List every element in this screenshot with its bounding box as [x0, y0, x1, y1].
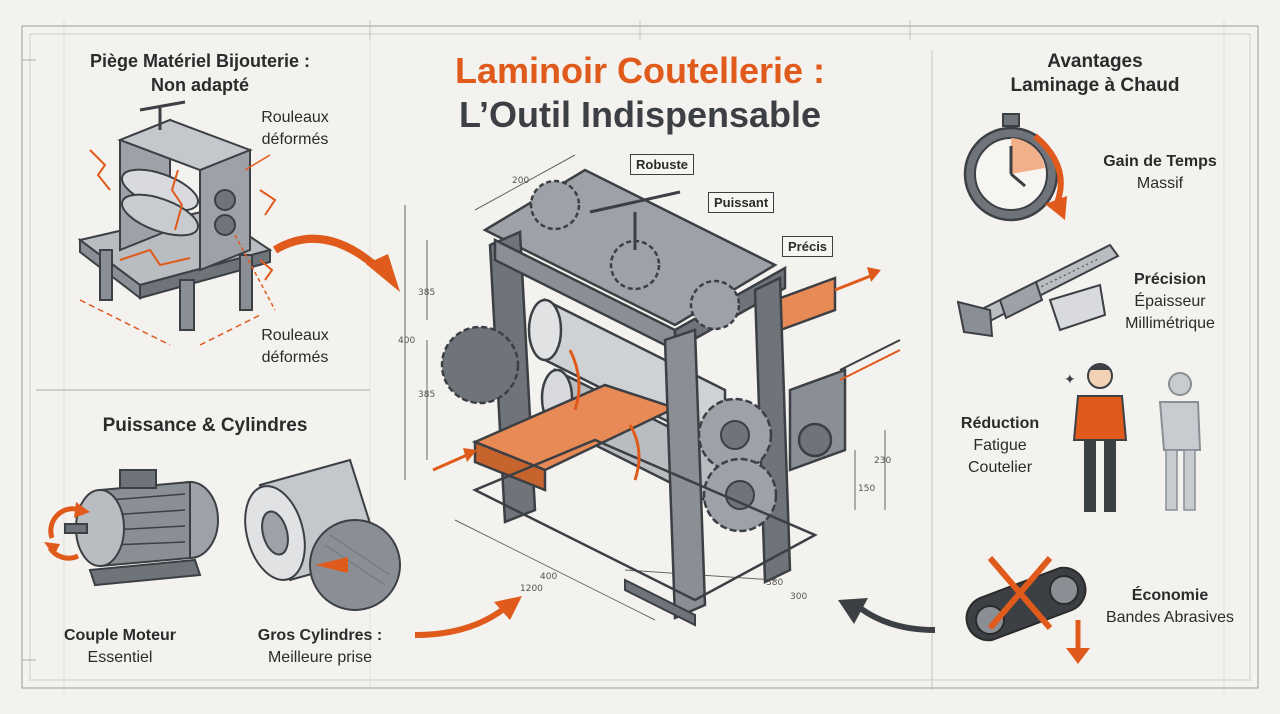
cylinder-sub: Meilleure prise	[267, 649, 373, 666]
deformed-rollers-label-top-1: Rouleaux	[261, 109, 329, 126]
motor-sub: Essentiel	[87, 649, 153, 666]
dim-label: 230	[874, 456, 892, 466]
dim-label: 385	[418, 288, 436, 298]
jewelry-heading-line-2: Non adapté	[150, 75, 249, 95]
advantage-sub: Coutelier	[967, 459, 1033, 476]
advantage-title: Précision	[1133, 271, 1207, 288]
advantage-sub: Massif	[1136, 175, 1184, 192]
deformed-rollers-label-top-2: déformés	[261, 131, 329, 148]
arrow-to-mill-icon	[272, 234, 400, 292]
dim-label: 400	[398, 336, 416, 346]
advantage-sub: Épaisseur	[1134, 293, 1206, 310]
advantage-sub: Fatigue	[973, 437, 1027, 454]
advantages-heading-line-1: Avantages	[1047, 51, 1143, 72]
jewelry-heading-line-1: Piège Matériel Bijouterie :	[89, 51, 311, 71]
callout-powerful: Puissant	[708, 192, 775, 213]
cylinder-title: Gros Cylindres :	[257, 627, 383, 644]
workers-icon: ✦	[1064, 363, 1202, 512]
title-line-1: Laminoir Coutellerie :	[454, 50, 826, 91]
callout-robust: Robuste	[630, 154, 694, 175]
dim-label: 200	[512, 176, 530, 186]
title-line-2: L’Outil Indispensable	[458, 94, 822, 135]
advantage-sub: Millimétrique	[1125, 315, 1215, 332]
dim-label: 385	[418, 390, 436, 400]
dim-label: 380	[766, 578, 784, 588]
abrasive-belt-icon	[965, 556, 1090, 664]
caliper-icon	[956, 243, 1120, 338]
callout-precise: Précis	[782, 236, 834, 257]
rolling-mill-illustration	[404, 154, 901, 627]
dim-label: 400	[540, 572, 558, 582]
cylinder-illustration	[244, 458, 401, 611]
motor-illustration	[44, 469, 219, 587]
advantage-title: Gain de Temps	[1103, 153, 1217, 170]
advantage-sub: Bandes Abrasives	[1105, 609, 1235, 626]
arrow-bottom-right-icon	[838, 598, 936, 633]
dim-label: 300	[790, 592, 808, 602]
advantage-title: Réduction	[960, 415, 1040, 432]
dim-label: 1200	[520, 584, 543, 594]
motor-title: Couple Moteur	[64, 627, 176, 644]
dim-label: 150	[858, 484, 876, 494]
svg-text:✦: ✦	[1064, 372, 1076, 388]
deformed-rollers-label-bottom-1: Rouleaux	[261, 327, 329, 344]
arrow-bottom-left-icon	[414, 596, 522, 638]
deformed-rollers-label-bottom-2: déformés	[261, 349, 329, 366]
advantage-title: Économie	[1131, 587, 1209, 604]
advantages-heading-line-2: Laminage à Chaud	[1010, 75, 1180, 96]
jewelry-mill-illustration	[77, 100, 277, 346]
power-heading: Puissance & Cylindres	[102, 415, 308, 436]
stopwatch-icon	[963, 113, 1067, 222]
